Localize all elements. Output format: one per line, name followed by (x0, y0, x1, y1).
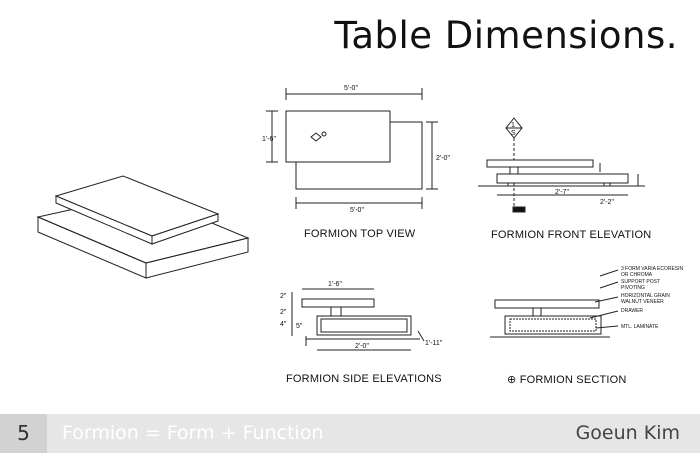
top-depth-dim: 1'-6" (262, 136, 276, 143)
note-1: 3 FORM VARIA ECORESIN (621, 266, 684, 272)
front-width2-dim: 2'-2" (600, 199, 614, 206)
caption-side-elevations: FORMION SIDE ELEVATIONS (286, 373, 442, 385)
caption-section-label: FORMION SECTION (519, 374, 627, 386)
side-elevation-drawing (291, 288, 425, 351)
footer-author: Goeun Kim (575, 422, 680, 444)
page-number: 5 (0, 414, 47, 453)
section-marker-num: 1 (511, 122, 515, 129)
note-6: WALNUT VENEER (621, 299, 664, 305)
isometric-table-sketch (36, 175, 250, 279)
note-3: SUPPORT POST (621, 279, 660, 285)
section-marker-sheet: S (511, 130, 516, 137)
caption-top-view: FORMION TOP VIEW (304, 228, 416, 240)
note-2: OR CHROMA (621, 272, 653, 278)
note-7: DRAWER (621, 308, 643, 314)
side-width1-dim: 1'-6" (328, 281, 342, 288)
side-width2-dim: 2'-0" (355, 343, 369, 350)
caption-section: ⊕ FORMION SECTION (507, 373, 627, 386)
top-width-dim-bottom: 5'-0" (350, 207, 364, 214)
side-right-dim: 1'-11" (425, 340, 443, 347)
side-h1-dim: 2" (280, 293, 287, 300)
top-depth2-dim: 2'-0" (436, 155, 450, 162)
caption-front-elevation: FORMION FRONT ELEVATION (491, 229, 652, 241)
footer-title: Formion = Form + Function (62, 422, 324, 444)
front-elevation-drawing (478, 117, 645, 213)
side-h3-dim: 4" (280, 321, 287, 328)
top-view-drawing (266, 88, 438, 209)
front-width-dim: 2'-7" (555, 189, 569, 196)
section-symbol-icon: ⊕ (507, 374, 517, 386)
note-4: PIVOTING (621, 285, 645, 291)
side-h4-dim: 5" (296, 323, 303, 330)
note-8: MTL. LAMINATE (621, 324, 659, 330)
side-h2-dim: 2" (280, 309, 287, 316)
footer-bar (0, 414, 700, 453)
section-drawing (490, 269, 619, 338)
top-width-dim: 5'-0" (344, 85, 358, 92)
technical-drawings: 5'-0" 5'-0" 1'-6" 2'-0" 2'-7" 2'-2" 1 S … (36, 85, 684, 351)
note-5: HORIZONTAL GRAIN (621, 293, 670, 299)
slide-title: Table Dimensions. (334, 14, 678, 57)
